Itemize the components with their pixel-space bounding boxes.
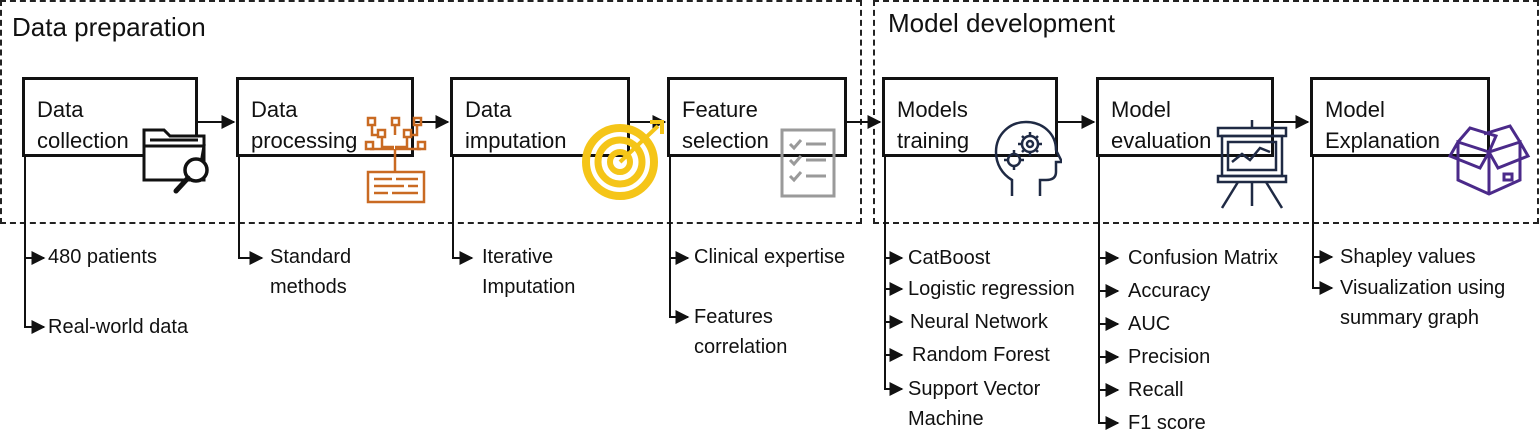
- connector-arrow: [1098, 324, 1120, 364]
- output-list-item: Random Forest: [912, 344, 1050, 366]
- connector-arrow: [669, 258, 690, 324]
- output-list-item: F1 score: [1128, 412, 1206, 434]
- output-list-item: Neural Network: [910, 311, 1048, 333]
- connector-arrow: [1312, 157, 1334, 264]
- head-gears-icon: [994, 120, 1062, 196]
- connector-arrow: [238, 157, 264, 265]
- stage-data-imputation: Data imputation: [450, 77, 630, 157]
- output-list-item: Accuracy: [1128, 280, 1211, 302]
- open-box-icon: [1447, 124, 1531, 196]
- output-list-item: 480 patients: [48, 246, 157, 268]
- connector-arrow: [1098, 390, 1120, 430]
- output-list-item: Shapley values: [1340, 246, 1476, 268]
- connector-arrow: [1098, 258, 1120, 298]
- output-list-item: Iterative Imputation: [482, 246, 576, 298]
- stage-label: Data collection: [37, 97, 129, 153]
- output-list-item: Real-world data: [48, 316, 189, 338]
- stage-model-evaluation: Model evaluation: [1096, 77, 1274, 157]
- stage-models-training: Models training: [882, 77, 1058, 157]
- connector-arrow: [884, 322, 904, 362]
- data-preparation-title: Data preparation: [12, 12, 206, 42]
- model-development-title: Model development: [888, 8, 1115, 38]
- checklist-icon: [780, 128, 836, 198]
- connector-arrow: [1098, 357, 1120, 397]
- output-list-item: Visualization using summary graph: [1340, 277, 1506, 329]
- presentation-chart-icon: [1216, 120, 1288, 209]
- stage-label: Data imputation: [465, 97, 567, 153]
- stage-label: Model Explanation: [1325, 97, 1440, 153]
- connector-arrow: [24, 258, 46, 334]
- output-list-item: Confusion Matrix: [1128, 247, 1279, 269]
- model-development-section: [873, 0, 1539, 224]
- output-list-item: Recall: [1128, 379, 1184, 401]
- stage-label: Model evaluation: [1111, 97, 1212, 153]
- target-icon: [582, 120, 664, 200]
- stage-label: Models training: [897, 97, 970, 153]
- output-list-item: Logistic regression: [908, 278, 1075, 300]
- output-list-item: Standard methods: [270, 246, 352, 298]
- output-list-item: CatBoost: [908, 247, 991, 269]
- connector-arrow: [1312, 257, 1334, 295]
- connector-arrow: [884, 289, 904, 329]
- connector-arrow: [1098, 157, 1120, 265]
- connector-arrow: [884, 355, 904, 396]
- output-list-item: Precision: [1128, 346, 1211, 368]
- data-funnel-icon: [364, 116, 427, 204]
- output-list-item: Support Vector Machine: [908, 378, 1041, 430]
- output-list-item: Features correlation: [694, 306, 788, 358]
- stage-label: Data processing: [251, 97, 358, 153]
- connector-arrow: [884, 258, 904, 296]
- folder-search-icon: [142, 128, 209, 194]
- stage-label: Feature selection: [682, 97, 769, 153]
- connector-arrow: [1098, 291, 1120, 331]
- output-list-item: Clinical expertise: [694, 246, 846, 268]
- output-list-item: AUC: [1128, 313, 1171, 335]
- connector-arrow: [884, 157, 904, 265]
- connector-arrow: [452, 157, 474, 265]
- connector-arrow: [24, 157, 46, 265]
- connector-arrow: [669, 157, 690, 265]
- stage-model-explanation: Model Explanation: [1310, 77, 1490, 157]
- data-preparation-section: [0, 0, 862, 224]
- stage-data-processing: Data processing: [236, 77, 414, 157]
